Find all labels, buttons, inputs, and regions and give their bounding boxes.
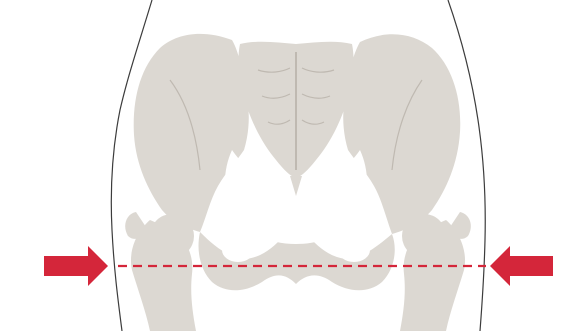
arrow-left-icon [490,246,553,286]
femur-right [400,212,471,331]
arrow-right-icon [44,246,108,286]
femur-left [125,212,196,331]
obturator-left [222,238,254,262]
obturator-right [338,238,370,262]
sacrum [238,42,353,196]
